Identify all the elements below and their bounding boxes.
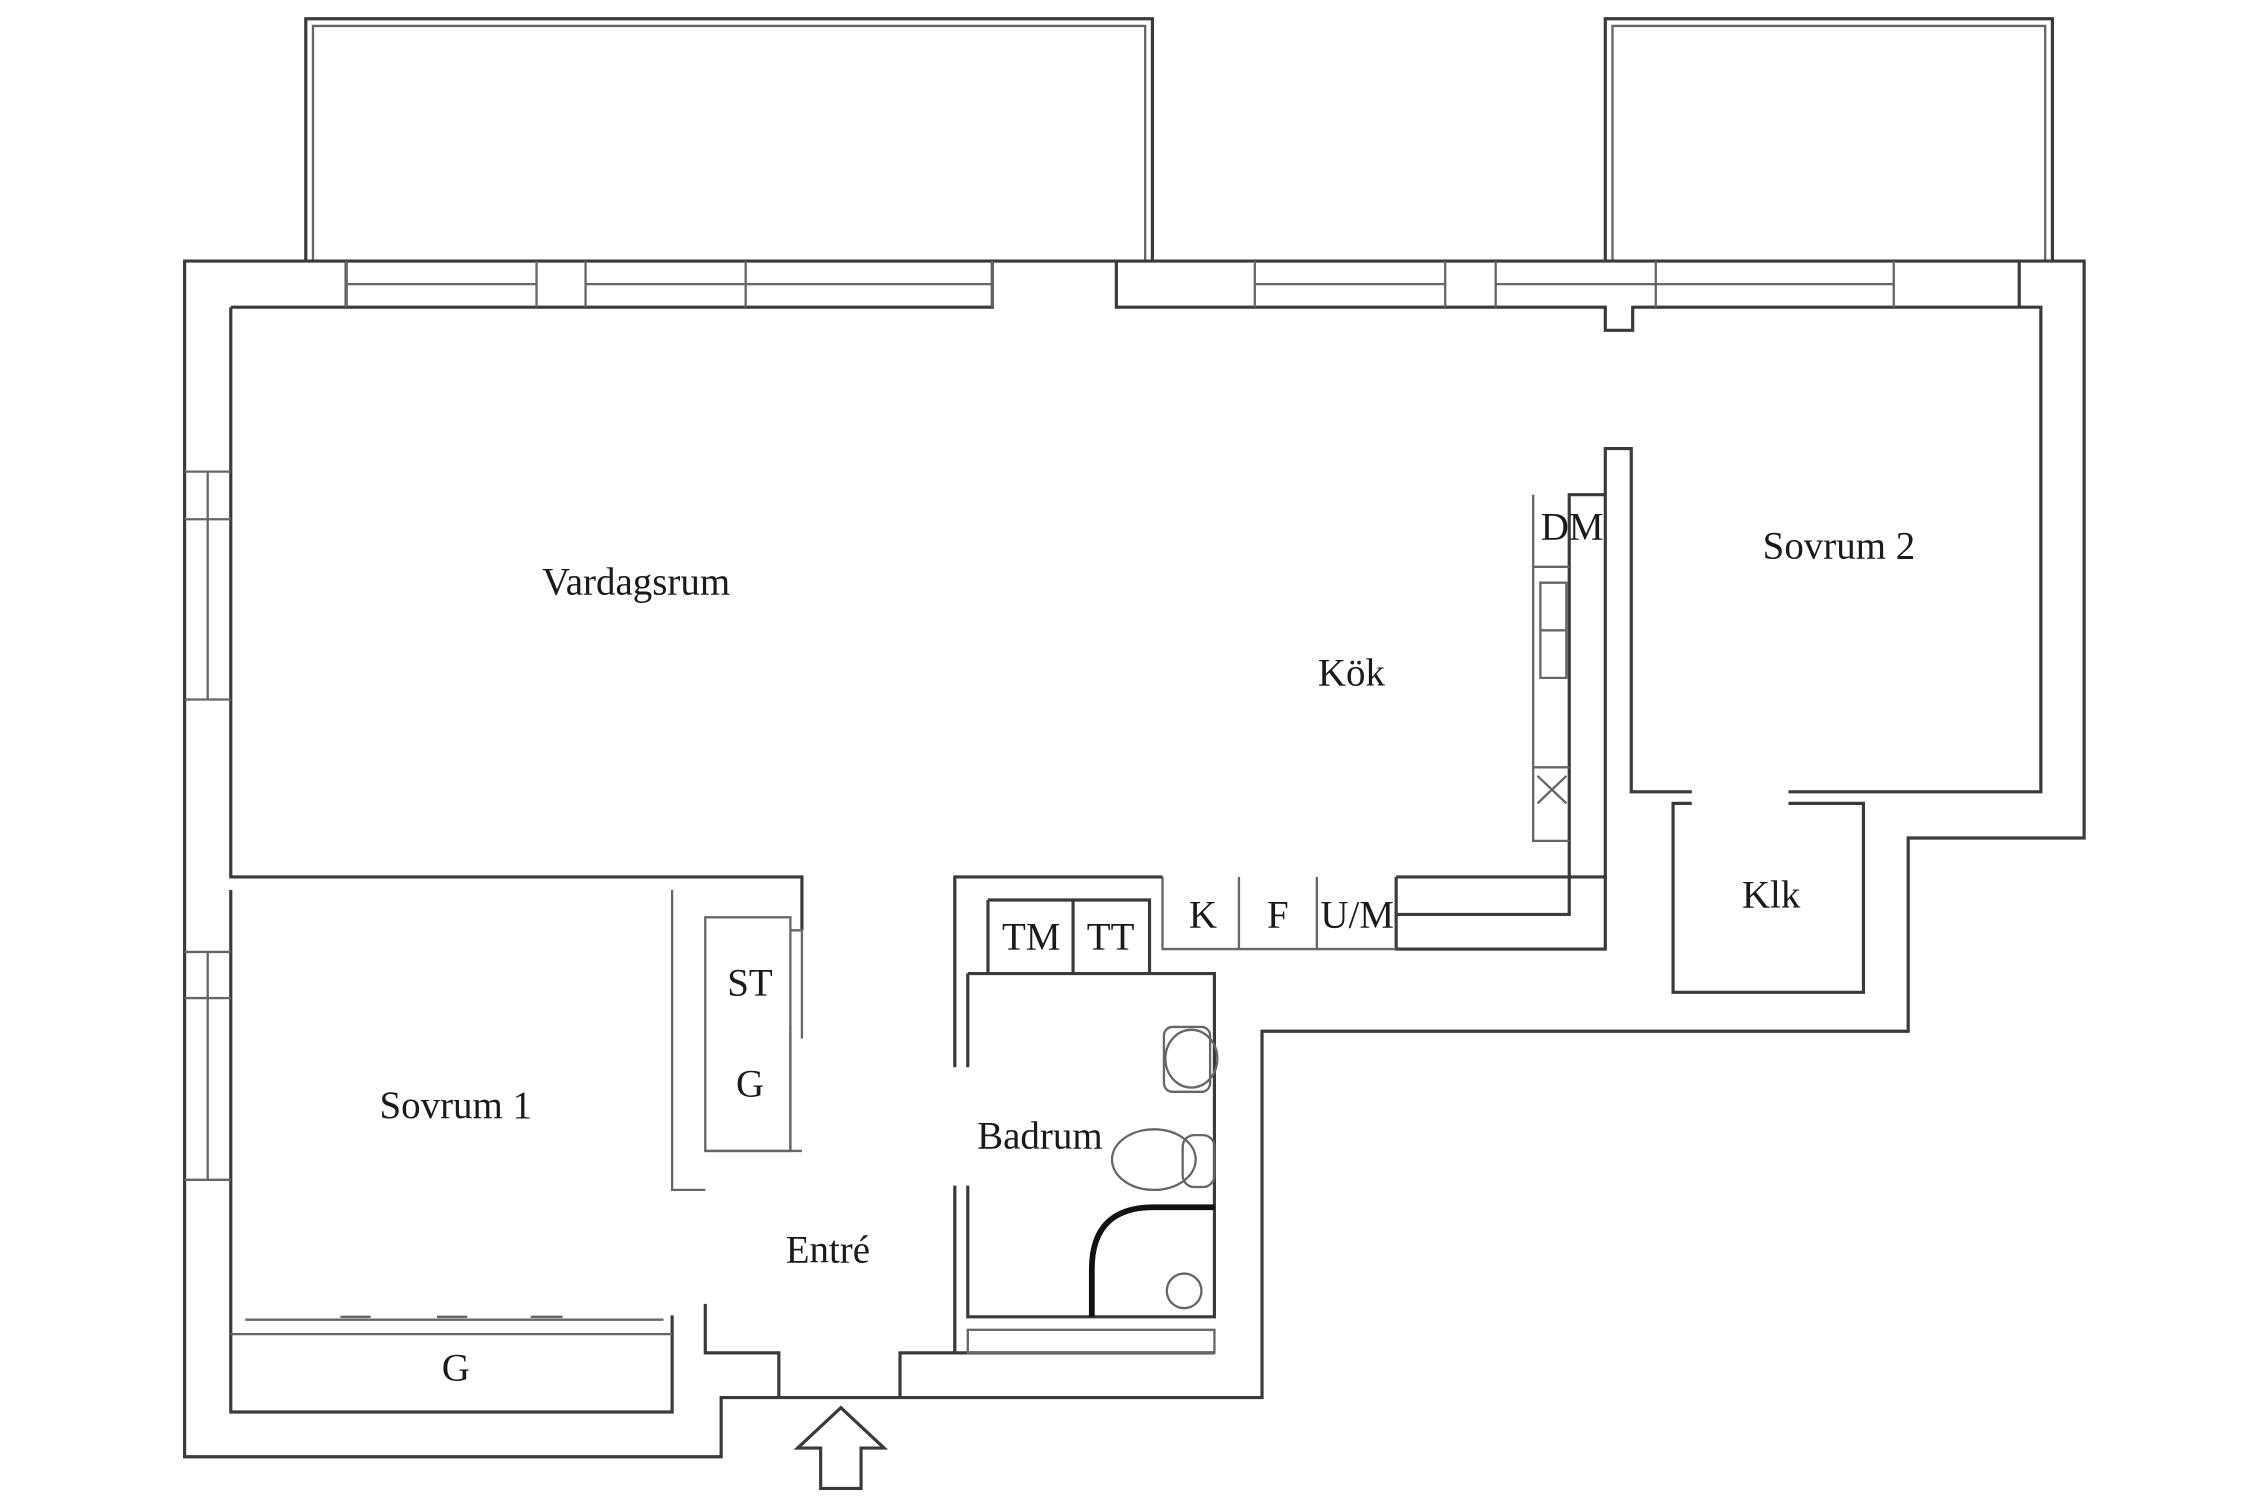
outer-wall: [183, 259, 2086, 1459]
kitchen-appliances: [1161, 876, 1397, 951]
label-badrum: Badrum: [977, 1114, 1102, 1157]
bathroom-walls: [953, 875, 1217, 1355]
label-klk: Klk: [1742, 873, 1801, 916]
label-kok: Kök: [1318, 651, 1386, 694]
closet-st-g: [670, 889, 804, 1192]
label-vardagsrum: Vardagsrum: [542, 561, 730, 604]
label-f: F: [1267, 894, 1289, 937]
label-st: ST: [727, 961, 773, 1004]
windows-top: [345, 261, 1895, 308]
kitchen-counter: [1532, 494, 1570, 843]
inner-wall: [229, 261, 994, 1414]
label-tt: TT: [1087, 915, 1135, 958]
label-dm: DM: [1541, 506, 1604, 549]
balcony-left: [304, 17, 1154, 262]
label-g-wardrobe: G: [442, 1347, 470, 1390]
label-sovrum2: Sovrum 2: [1763, 524, 1916, 567]
label-um: U/M: [1320, 894, 1394, 937]
windows-left: [184, 470, 231, 1181]
balcony-right: [1603, 17, 2054, 262]
label-sovrum1: Sovrum 1: [380, 1084, 533, 1127]
entrance-arrow-icon: [793, 1405, 889, 1491]
bathroom-fixtures: [966, 1025, 1219, 1355]
label-tm: TM: [1002, 915, 1060, 958]
label-g-closet: G: [736, 1062, 764, 1105]
label-entre: Entré: [786, 1228, 870, 1271]
label-k: K: [1189, 894, 1217, 937]
wardrobe-g: [230, 1315, 673, 1336]
